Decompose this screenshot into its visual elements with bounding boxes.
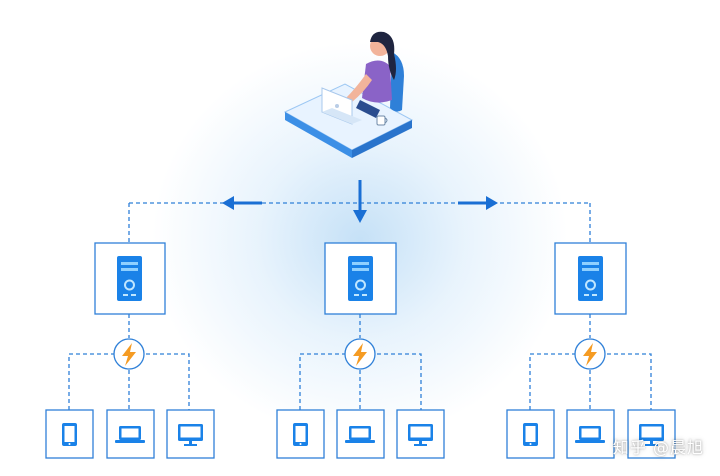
laptop-icon — [345, 426, 375, 443]
power-hub — [574, 338, 606, 370]
lightning-bolt-icon — [583, 343, 597, 366]
user-at-laptop-illustration — [283, 31, 414, 158]
server-icon — [117, 256, 142, 301]
power-hub — [113, 338, 145, 370]
tablet-icon — [293, 423, 308, 446]
tablet-icon — [62, 423, 77, 446]
device-node-monitor — [166, 409, 215, 459]
device-node-laptop — [106, 409, 155, 459]
server-node — [94, 242, 166, 315]
server-icon — [348, 256, 373, 301]
laptop-icon — [115, 426, 145, 443]
server-icon — [578, 256, 603, 301]
monitor-icon — [178, 424, 203, 446]
device-node-tablet — [276, 409, 325, 459]
device-node-laptop — [336, 409, 385, 459]
arrow-icon — [222, 196, 262, 210]
server-node — [554, 242, 627, 315]
tablet-icon — [523, 423, 538, 446]
lightning-bolt-icon — [353, 343, 367, 366]
device-node-monitor — [396, 409, 445, 459]
arrow-icon — [458, 196, 498, 210]
laptop-icon — [575, 426, 605, 443]
device-node-tablet — [45, 409, 94, 459]
watermark-text: 知乎 @晨旭 — [612, 438, 704, 457]
branch-right — [529, 353, 652, 410]
lightning-bolt-icon — [122, 343, 136, 366]
power-hub — [344, 338, 376, 370]
flow-arrows — [222, 180, 498, 223]
monitor-icon — [639, 424, 664, 446]
device-node-monitor — [627, 409, 676, 459]
monitor-icon — [408, 424, 433, 446]
server-node — [324, 242, 397, 315]
branch-center — [299, 353, 422, 410]
device-node-tablet — [506, 409, 555, 459]
device-node-laptop — [566, 409, 615, 459]
arrow-icon — [353, 180, 367, 223]
